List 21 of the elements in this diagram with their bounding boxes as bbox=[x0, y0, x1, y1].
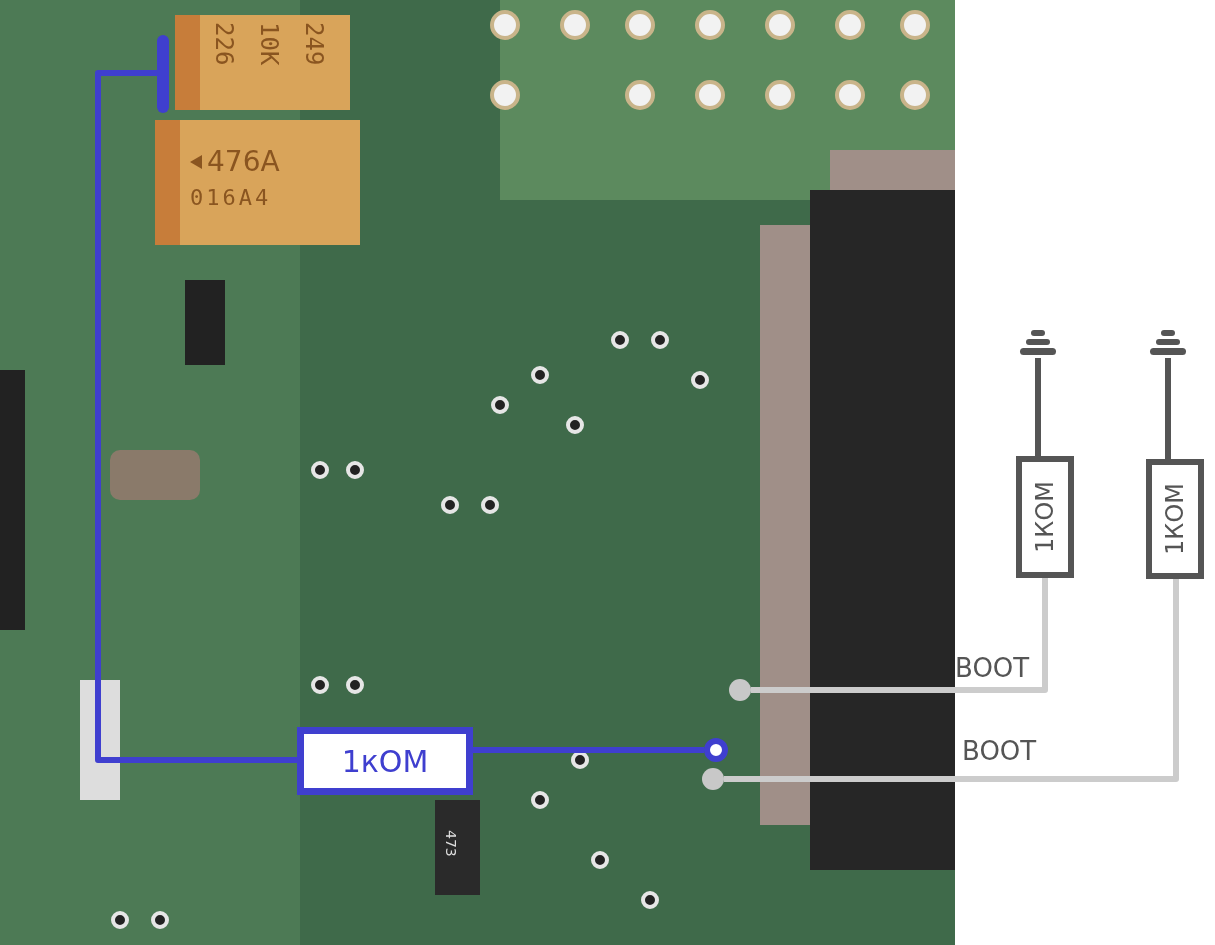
component-marking: 476A bbox=[207, 145, 280, 178]
component-marking: 226 bbox=[210, 22, 238, 66]
wire bbox=[1035, 358, 1041, 456]
resistor-symbol bbox=[1146, 459, 1204, 579]
terminal-bar bbox=[157, 35, 169, 113]
ground-symbol bbox=[1148, 328, 1188, 358]
component-marking: 249 bbox=[300, 22, 328, 66]
wire bbox=[95, 70, 297, 763]
resistor-symbol bbox=[297, 727, 473, 795]
component-marking: 473 bbox=[443, 830, 459, 857]
resistor-value: 1КОМ bbox=[1161, 483, 1189, 555]
wire bbox=[751, 578, 1048, 693]
wire bbox=[1165, 358, 1171, 459]
wire bbox=[473, 747, 704, 753]
component-marking: 10K bbox=[255, 22, 283, 66]
resistor-value: 1кОМ bbox=[341, 743, 429, 779]
resistor-value: 1КОМ bbox=[1031, 481, 1059, 553]
resistor-symbol bbox=[1016, 456, 1074, 578]
ground-symbol bbox=[1018, 328, 1058, 358]
wire bbox=[724, 579, 1179, 782]
component-marking: 016A4 bbox=[190, 185, 272, 210]
